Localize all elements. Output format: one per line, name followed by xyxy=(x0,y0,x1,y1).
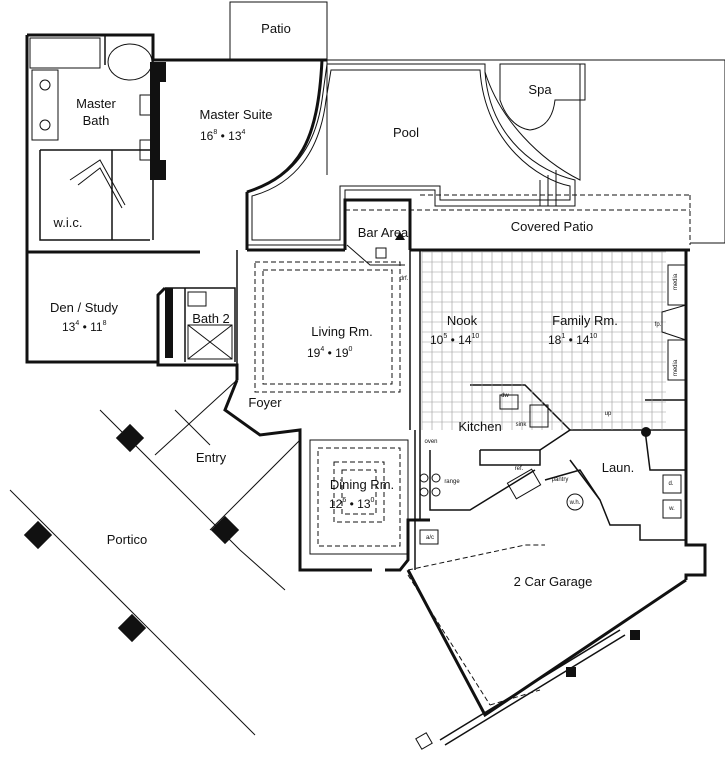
family-fixtures xyxy=(661,264,687,381)
master-suite-dimensions: 168 • 134 xyxy=(200,129,246,143)
spa xyxy=(484,63,586,206)
spa-label: Spa xyxy=(528,82,552,97)
w-label: w. xyxy=(668,506,675,512)
family-room-dimensions: 181 • 1410 xyxy=(548,333,597,347)
dining-room-dimensions: 126 • 130 xyxy=(329,497,375,511)
garage-door xyxy=(407,544,640,750)
oven-label: oven xyxy=(424,439,437,445)
exterior-walls xyxy=(25,33,707,718)
master-bath-label-1: Master xyxy=(76,96,116,111)
nook-label: Nook xyxy=(447,313,478,328)
kitchen-label: Kitchen xyxy=(458,419,501,434)
portico-label: Portico xyxy=(107,532,147,547)
living-room-label: Living Rm. xyxy=(311,324,372,339)
den-study-label: Den / Study xyxy=(50,300,118,315)
pool-label: Pool xyxy=(393,125,419,140)
patio-label: Patio xyxy=(261,21,291,36)
wic-label: w.i.c. xyxy=(53,215,83,230)
pantry-label: pantry xyxy=(552,477,569,483)
ref-label: ref. xyxy=(515,466,524,472)
entry-label: Entry xyxy=(196,450,227,465)
covered-patio-outline xyxy=(345,194,691,245)
wh-label: w.h. xyxy=(569,500,581,506)
portico-outline xyxy=(9,379,301,736)
laundry-label: Laun. xyxy=(602,460,635,475)
family-room-label: Family Rm. xyxy=(552,313,618,328)
drf-label: drf. xyxy=(400,276,409,282)
patio-outline xyxy=(229,1,328,60)
fp-label: fp. xyxy=(655,322,662,328)
living-room-dimensions: 194 • 190 xyxy=(307,346,353,360)
bath2-fixtures xyxy=(165,288,233,360)
kitchen-fixtures xyxy=(419,394,549,500)
pool-deck-outline xyxy=(326,59,725,244)
bar-area-label: Bar Area xyxy=(358,225,409,240)
laundry-fixtures xyxy=(419,427,682,545)
media-bottom-label: media xyxy=(673,359,679,376)
interior-walls xyxy=(39,35,687,570)
up-label: up xyxy=(605,411,612,417)
range-label: range xyxy=(444,479,460,485)
den-dimensions: 134 • 118 xyxy=(62,320,107,334)
sink-label: sink xyxy=(516,422,528,428)
master-bath-label-2: Bath xyxy=(83,113,110,128)
ceiling-lines xyxy=(254,261,409,555)
master-suite-label: Master Suite xyxy=(200,107,273,122)
dw-label: dw xyxy=(501,393,509,399)
ac-label: a/c xyxy=(426,535,434,541)
covered-patio-label: Covered Patio xyxy=(511,219,593,234)
media-top-label: media xyxy=(673,273,679,290)
nook-dimensions: 105 • 1410 xyxy=(430,333,479,347)
tile-grid xyxy=(421,251,666,430)
bath2-label: Bath 2 xyxy=(192,311,230,326)
dining-room-label: Dining Rm. xyxy=(330,477,394,492)
foyer-label: Foyer xyxy=(248,395,282,410)
dr-label: d. xyxy=(668,481,673,487)
master-bath-fixtures xyxy=(29,37,166,209)
pool xyxy=(246,63,576,246)
garage-label: 2 Car Garage xyxy=(514,574,593,589)
bar-fixtures xyxy=(346,232,405,266)
portico-columns xyxy=(23,423,240,643)
